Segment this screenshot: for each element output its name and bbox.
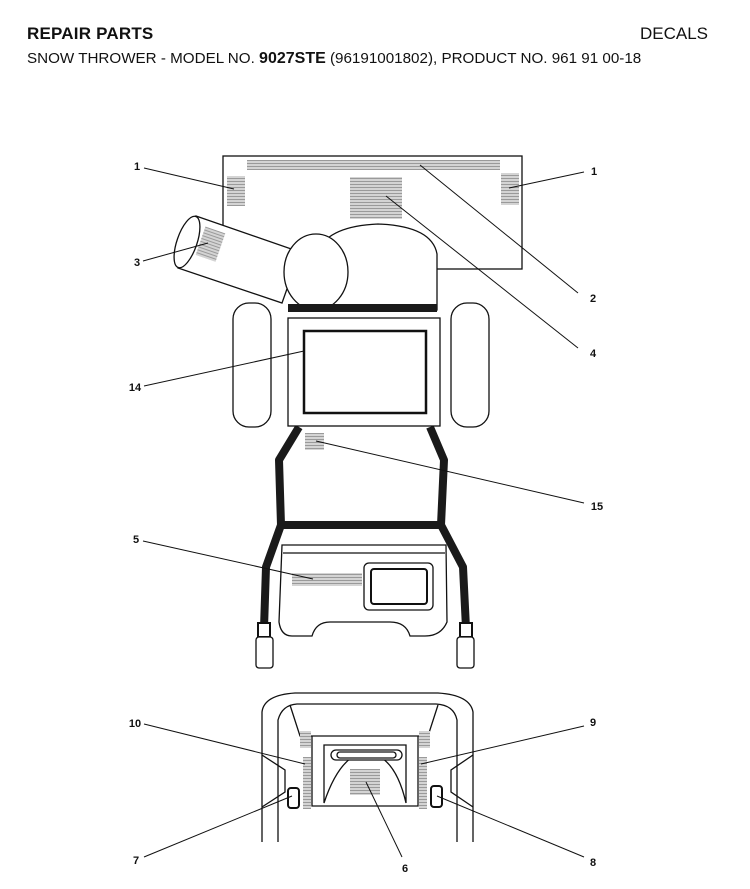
leader-lines — [142, 164, 585, 858]
callout-9: 9 — [590, 717, 596, 729]
console-window — [363, 562, 434, 611]
decal-2 — [247, 160, 500, 170]
callout-1-left: 1 — [134, 161, 140, 173]
decal-1-right — [501, 173, 519, 205]
callout-7: 7 — [133, 855, 139, 867]
subtitle-suffix: (96191001802), PRODUCT NO. 961 91 00-18 — [325, 50, 642, 67]
discharge-chute — [173, 215, 349, 311]
callout-8: 8 — [590, 857, 596, 869]
callout-14: 14 — [129, 382, 142, 394]
right-wheel — [450, 302, 490, 428]
decal-15 — [305, 433, 324, 450]
decal-3 — [195, 226, 226, 262]
callout-3: 3 — [134, 257, 140, 269]
callout-2: 2 — [590, 293, 596, 305]
model-subtitle: SNOW THROWER - MODEL NO. 9027STE (961910… — [27, 50, 708, 68]
decal-10 — [303, 757, 311, 809]
left-grip — [255, 636, 274, 669]
decal-5 — [292, 573, 362, 586]
decal-9 — [419, 757, 427, 809]
model-number: 9027STE — [259, 50, 326, 67]
header-row: REPAIR PARTS DECALS — [27, 24, 708, 46]
callout-5: 5 — [133, 534, 139, 546]
panel-decal-14 — [302, 329, 428, 415]
callout-6: 6 — [402, 863, 408, 875]
callout-15: 15 — [591, 501, 603, 513]
decal-9-a — [419, 731, 430, 748]
category-title: DECALS — [639, 24, 708, 43]
rear-view — [261, 692, 474, 842]
callout-4: 4 — [590, 348, 597, 360]
callout-10: 10 — [129, 718, 141, 730]
right-grip-cap — [459, 622, 473, 638]
handle-frame — [260, 304, 470, 629]
decal-4 — [350, 177, 402, 219]
callout-1-right: 1 — [591, 166, 597, 178]
decal-6 — [350, 769, 380, 795]
left-wheel — [232, 302, 272, 428]
decal-10-a — [300, 731, 311, 748]
section-title: REPAIR PARTS — [27, 24, 154, 43]
subtitle-prefix: SNOW THROWER - MODEL NO. — [27, 50, 260, 67]
right-grip — [456, 636, 475, 669]
left-grip-cap — [257, 622, 271, 638]
decal-1-left — [227, 176, 245, 206]
